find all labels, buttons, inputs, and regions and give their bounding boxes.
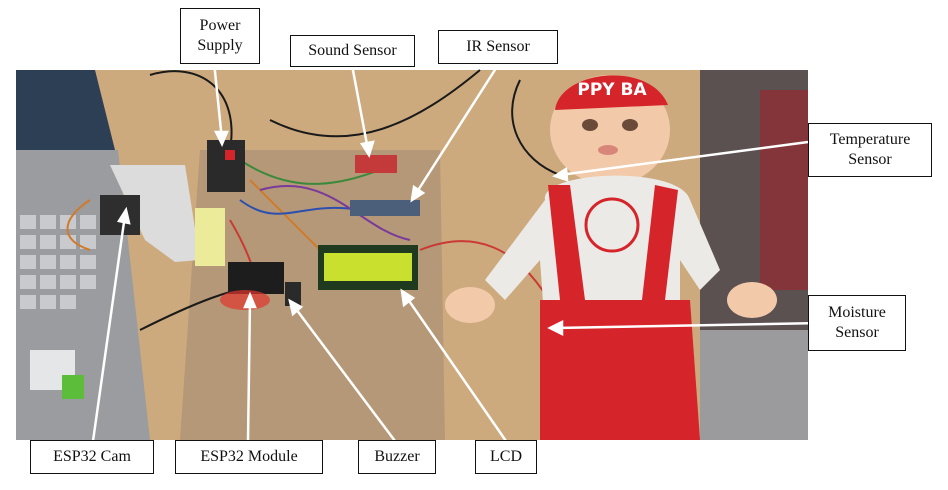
power-supply-label: Power Supply [180, 8, 260, 64]
ir-sensor-label: IR Sensor [438, 30, 558, 64]
temperature-sensor-label: Temperature Sensor [808, 123, 932, 177]
lcd-module [318, 245, 418, 290]
esp32-cam-module [100, 195, 140, 235]
esp32-module-label: ESP32 Module [175, 440, 323, 474]
sound-sensor-label: Sound Sensor [290, 35, 415, 67]
esp32-cam-label: ESP32 Cam [30, 440, 154, 474]
callout-arrows [91, 61, 823, 442]
doll: PPY BA [445, 75, 777, 440]
moisture-sensor-label: Moisture Sensor [808, 295, 906, 351]
doll-hat-text: PPY BA [577, 80, 647, 100]
lcd-label: LCD [475, 440, 537, 474]
ribbon-cable [110, 165, 200, 262]
power-supply-module [207, 140, 245, 192]
cardboard-board [180, 150, 445, 440]
sound-sensor-module [355, 155, 397, 173]
esp32-module [228, 262, 284, 294]
buzzer-label: Buzzer [358, 440, 436, 474]
ir-sensor-module [350, 200, 420, 216]
